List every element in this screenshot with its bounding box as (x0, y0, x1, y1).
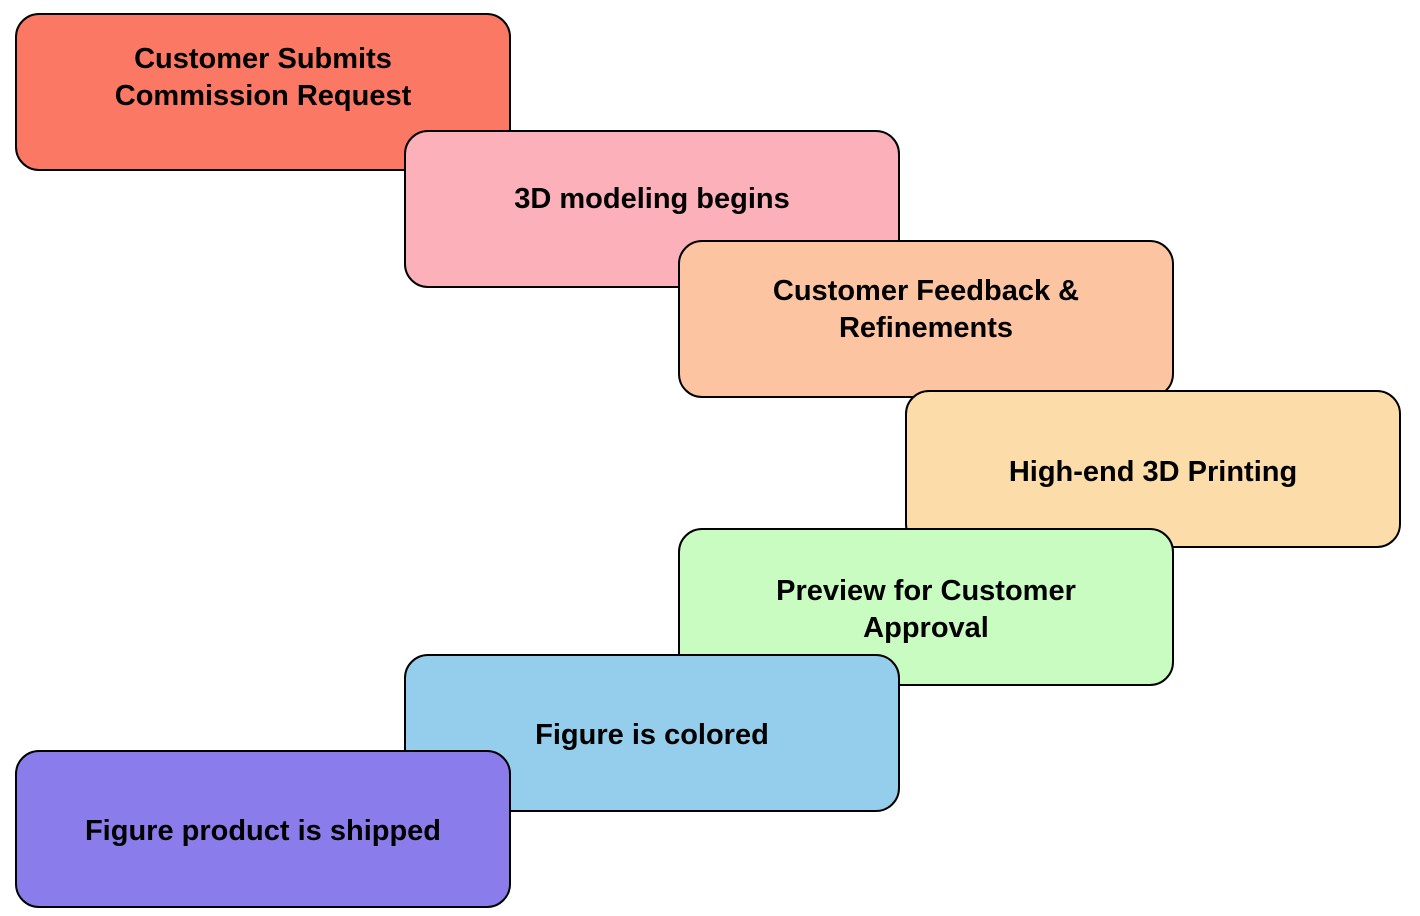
step-high-end-3d-printing: High-end 3D Printing (905, 390, 1401, 548)
step-preview-for-customer-approval: Preview for Customer Approval (678, 528, 1174, 686)
step-label: Customer Submits Commission Request (114, 43, 412, 112)
step-label: Preview for Customer Approval (776, 575, 1076, 644)
step-figure-product-is-shipped: Figure product is shipped (15, 750, 511, 908)
step-customer-submits-commission-request: Customer Submits Commission Request (15, 13, 511, 171)
step-customer-feedback-refinements: Customer Feedback & Refinements (678, 240, 1174, 398)
step-label: Figure is colored (535, 718, 769, 751)
step-label: Customer Feedback & Refinements (772, 275, 1080, 344)
step-label: Figure product is shipped (84, 814, 442, 847)
step-label: High-end 3D Printing (1008, 455, 1298, 488)
step-label: 3D modeling begins (514, 182, 790, 215)
